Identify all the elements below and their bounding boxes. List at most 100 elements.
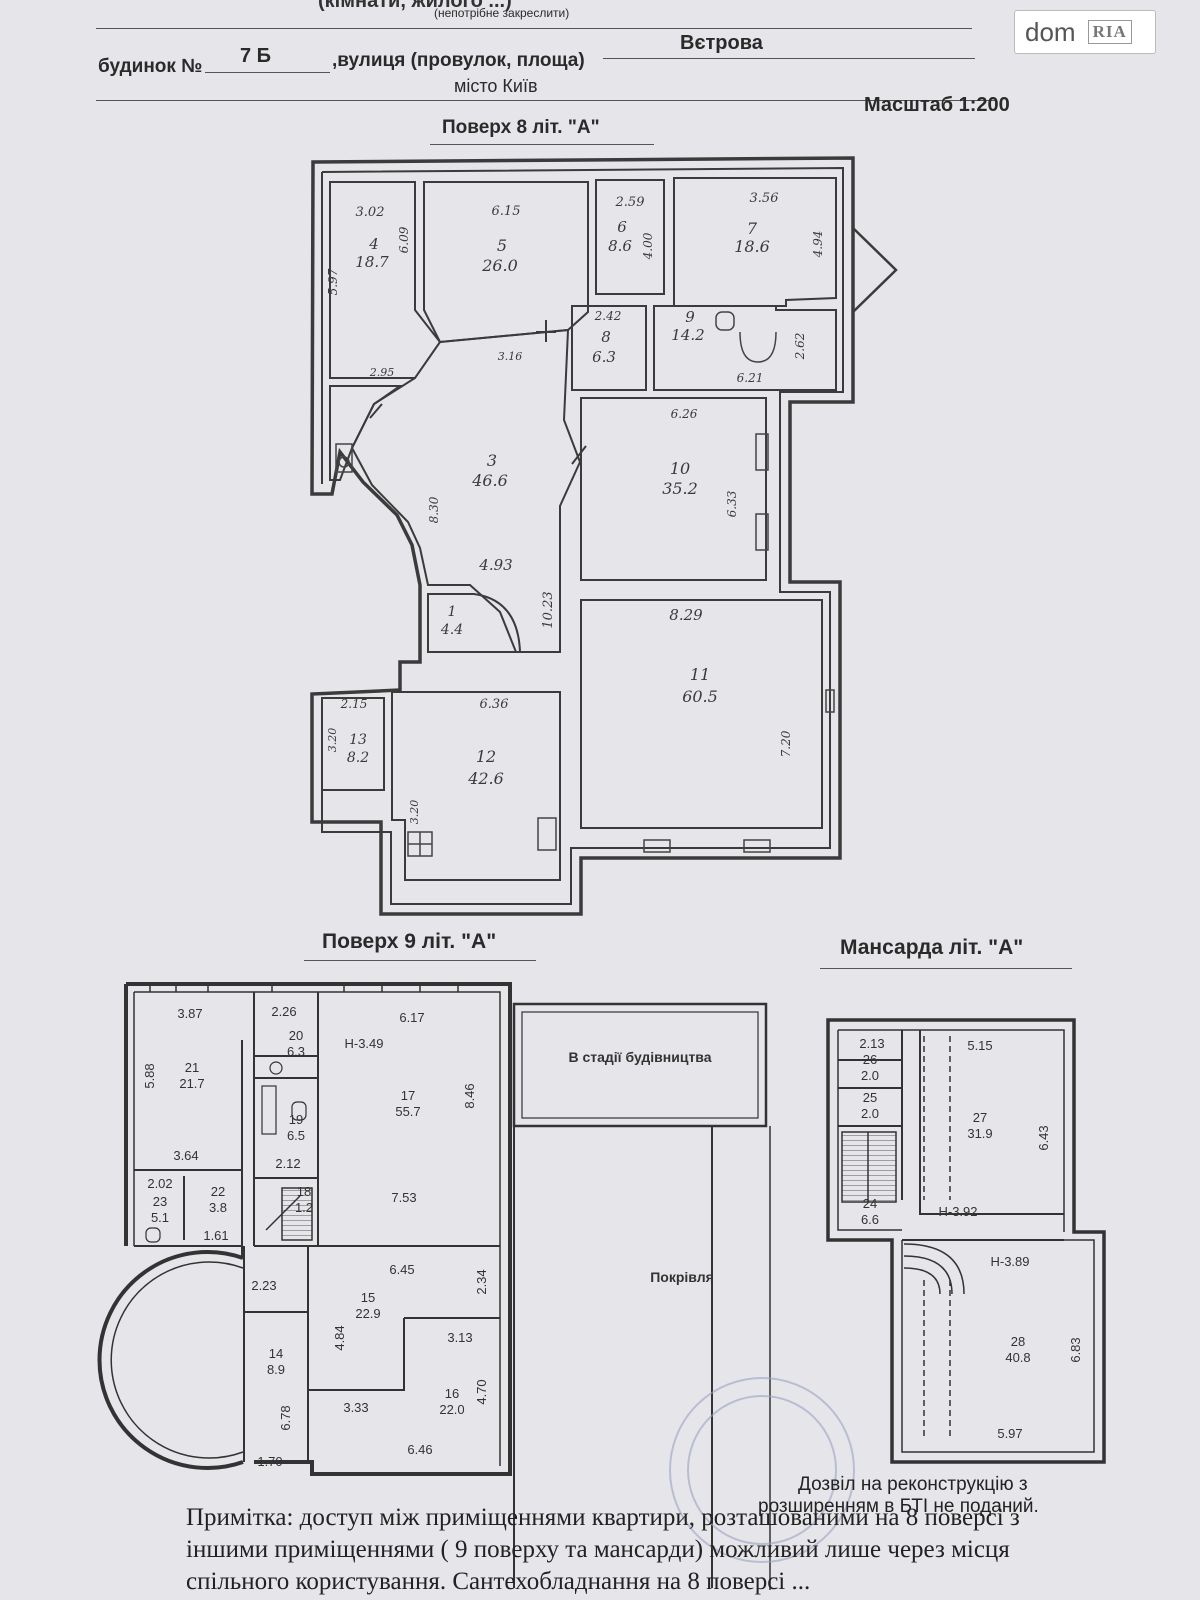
dim: 6.78 [278,1405,293,1430]
room-10-area: 35.2 [662,479,698,498]
dim: 2.12 [275,1156,300,1171]
room-19-no: 19 [289,1112,303,1127]
dim: 8.46 [462,1083,477,1108]
dim: 6.15 [492,204,521,219]
footnote-line1: Примітка: доступ між приміщеннями кварти… [186,1504,1020,1531]
dim: 3.33 [343,1400,368,1415]
room-24-area: 6.6 [861,1212,879,1227]
room-17-no: 17 [401,1088,415,1103]
room-4-area: 18.7 [355,253,389,271]
dim: 5.97 [326,268,340,295]
house-number-rule [205,72,330,73]
dim: 1.61 [203,1228,228,1243]
city-rule [96,100,996,101]
floor9-title: Поверх 9 літ. "А" [322,930,497,953]
height-label: Н-3.49 [344,1036,383,1051]
dim: 6.45 [389,1262,414,1277]
dim: 8.30 [427,496,441,523]
dim: 7.53 [391,1190,416,1205]
height-2: Н-3.89 [990,1254,1029,1269]
dim: 2.23 [251,1278,276,1293]
room-16-no: 16 [445,1386,459,1401]
dim: 4.94 [811,231,825,259]
room-18-area: 1.2 [295,1200,313,1215]
permit-note-line2: розширенням в БТІ не поданий. [758,1496,1039,1517]
floor8-plan [310,156,898,916]
room-4-no: 4 [368,235,379,253]
dim: 3.56 [750,191,779,206]
dim: 2.59 [615,195,645,210]
dim: 10.23 [541,591,556,628]
room-26-no: 26 [863,1052,877,1067]
street-rule [603,58,975,59]
room-13-no: 13 [349,732,367,748]
room-14-area: 8.9 [267,1362,285,1377]
dim: 2.13 [859,1036,884,1051]
room-26-area: 2.0 [861,1068,879,1083]
dim: 2.26 [271,1004,296,1019]
dim: 2.42 [594,309,622,323]
dim: 5.97 [997,1426,1022,1441]
room-23-area: 5.1 [151,1210,169,1225]
room-6-area: 8.6 [608,237,632,255]
room-11-area: 60.5 [682,687,718,706]
room-15-area: 22.9 [355,1306,380,1321]
height-1: Н-3.92 [938,1204,977,1219]
room-25-no: 25 [863,1090,877,1105]
dim: 3.87 [177,1006,202,1021]
mansard-plan [826,1018,1106,1464]
stamp [669,1377,855,1563]
dim: 3.13 [447,1330,472,1345]
room-13-area: 8.2 [347,750,369,766]
dim: 6.83 [1068,1337,1083,1362]
roof-label: Покрівля [650,1269,714,1285]
room-14-no: 14 [269,1346,283,1361]
dim: 5.15 [967,1038,992,1053]
dim: 8.29 [669,606,703,624]
room-3-area: 46.6 [471,471,508,490]
floor8-labels: 4 18.7 5 26.0 6 8.6 7 18.6 8 6.3 9 14.2 … [326,191,825,824]
dim: 4.00 [641,232,655,260]
room-5-no: 5 [497,236,507,255]
room-8-no: 8 [601,328,611,346]
dim: 6.09 [397,226,411,253]
room-11-no: 11 [690,665,710,684]
dim: 2.15 [340,697,368,711]
street-label: ,вулиця (провулок, площа) [332,50,585,71]
dim: 2.02 [147,1176,172,1191]
room-12-area: 42.6 [467,769,504,788]
room-21-area: 21.7 [179,1076,204,1091]
room-12-no: 12 [476,747,496,766]
mansard-labels: 2.13 5.15 26 2.0 25 2.0 27 31.9 6.43 24 … [859,1036,1083,1441]
floor9-labels: В стадії будівництва Покрівля 21 21.7 20… [142,1004,714,1469]
room-21-no: 21 [185,1060,199,1075]
header-rule [96,28,972,29]
dim: 6.26 [671,407,698,421]
dim: 6.36 [480,697,509,712]
room-28-area: 40.8 [1005,1350,1030,1365]
room-9-area: 14.2 [671,326,704,344]
dim: 3.02 [356,205,385,220]
room-24-no: 24 [863,1196,877,1211]
house-number: 7 Б [240,45,272,67]
room-3-no: 3 [487,451,497,470]
header-cut-title: (кімнати, жилого ...) [318,0,512,12]
mansard-title-rule [820,968,1072,969]
dim: 2.62 [793,333,807,361]
dim: 5.88 [142,1063,157,1088]
room-28-no: 28 [1011,1334,1025,1349]
dim: 4.84 [332,1325,347,1350]
footnote-line3: спільного користування. Сантехобладнання… [186,1568,811,1595]
under-construction-label: В стадії будівництва [568,1049,711,1065]
dom-ria-logo[interactable]: dom RIA [1014,10,1156,54]
dim: 3.20 [326,728,339,753]
room-6-no: 6 [617,218,627,236]
dim: 4.93 [478,556,512,574]
room-18-no: 18 [297,1184,311,1199]
logo-text: dom [1025,16,1076,47]
dim: 2.34 [474,1269,489,1294]
logo-badge: RIA [1087,20,1132,44]
dim: 6.21 [737,371,764,385]
footnote-line2: іншими приміщеннями ( 9 поверху та манса… [186,1536,1010,1563]
